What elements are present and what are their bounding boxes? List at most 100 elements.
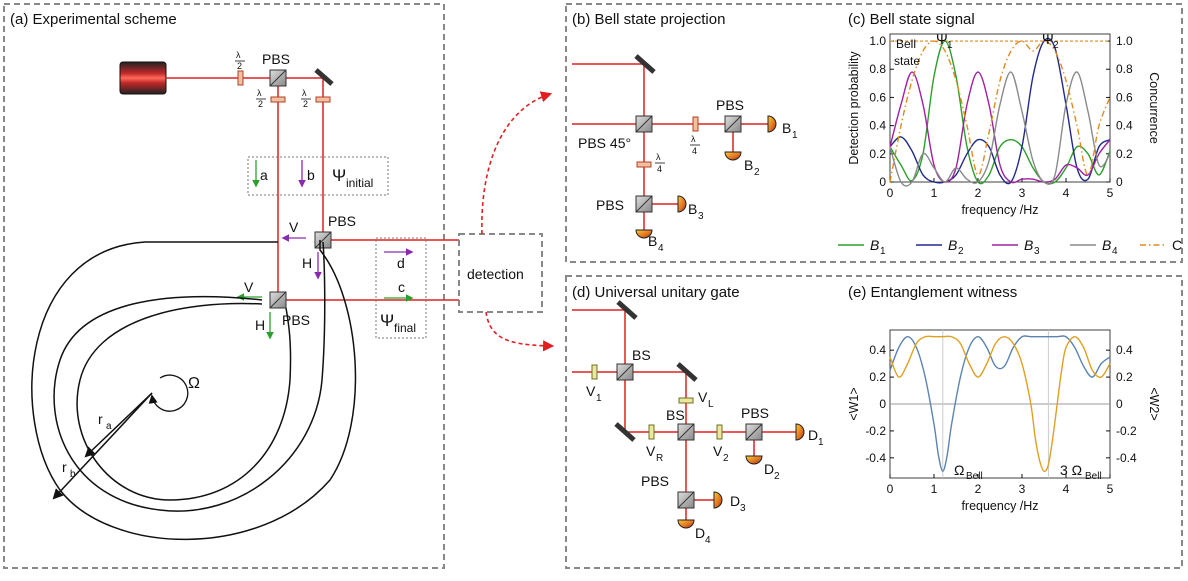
- half-wave-plate: [237, 70, 244, 86]
- psi-final-sub: final: [394, 321, 416, 335]
- psi2-label: Ψ: [1042, 31, 1054, 47]
- arrow-to-gate: [485, 311, 555, 352]
- detection-label: detection: [467, 266, 524, 282]
- b3-label: B: [688, 201, 697, 217]
- mirror: [616, 300, 638, 320]
- pbs-cube: [677, 491, 695, 509]
- detector-d1: [795, 423, 805, 441]
- x-tick-label: 0: [887, 482, 894, 496]
- wave-plate-vr: [648, 424, 655, 440]
- fiber-coil: [31, 240, 357, 541]
- y2-tick-label: 0.4: [1116, 343, 1133, 357]
- x-tick-label: 3: [1019, 482, 1026, 496]
- y-tick-label: 1.0: [869, 34, 886, 48]
- pbs-label: PBS: [282, 312, 310, 328]
- ra-label: r: [98, 411, 103, 427]
- panel-c-title: (c) Bell state signal: [848, 11, 975, 28]
- x-tick-label: 3: [1019, 186, 1026, 200]
- pbs-label: PBS: [596, 197, 624, 213]
- x-axis-label: frequency /Hz: [961, 499, 1038, 513]
- y2-axis-label: <W2>: [1147, 387, 1161, 420]
- y2-tick-label: 0.4: [1116, 119, 1133, 133]
- svg-text:λ: λ: [302, 88, 307, 98]
- y-tick-label: 0.6: [869, 90, 886, 104]
- detector-b1: [767, 115, 777, 133]
- y-axis-label: <W1>: [847, 387, 861, 420]
- detector-b3: [677, 195, 687, 213]
- quarter-wave-label: λ 4: [690, 134, 700, 156]
- y2-tick-label: -0.2: [1116, 424, 1137, 438]
- series-line: [889, 40, 1111, 183]
- y-tick-label: 0.8: [869, 62, 886, 76]
- psi-final-box: [375, 237, 427, 339]
- pbs-45-label: PBS 45°: [578, 135, 631, 151]
- svg-text:λ: λ: [236, 50, 241, 60]
- y-tick-label: 0.2: [869, 147, 886, 161]
- svg-text:2: 2: [303, 99, 308, 109]
- wave-plate-vl: [678, 397, 694, 404]
- d2-sub: 2: [774, 471, 780, 482]
- y-axis-label: Detection probability: [847, 51, 861, 165]
- psi-final-label: Ψ: [380, 311, 394, 330]
- x-tick-label: 5: [1107, 482, 1114, 496]
- bs-label: BS: [666, 407, 685, 423]
- series-line: [889, 71, 1111, 187]
- pbs-cube: [724, 115, 742, 133]
- pbs-label: PBS: [262, 51, 290, 67]
- y-tick-label: 0: [879, 397, 886, 411]
- rotation-arrow: [148, 374, 189, 412]
- vl-sub: L: [708, 399, 714, 410]
- series-line: [889, 37, 1111, 185]
- y2-tick-label: 0.8: [1116, 62, 1133, 76]
- y-tick-label: 0.4: [869, 343, 886, 357]
- mode-d-label: d: [397, 255, 405, 271]
- vr-label: V: [646, 443, 656, 459]
- y2-tick-label: 0: [1116, 175, 1123, 189]
- bs-cube: [677, 423, 695, 441]
- legend-label: B: [948, 237, 957, 253]
- plot-frame: [889, 33, 1111, 183]
- psi-initial-label: Ψ: [332, 166, 346, 185]
- b3-sub: 3: [698, 211, 704, 222]
- b4-sub: 4: [658, 243, 664, 254]
- panel-bc-frame: [565, 3, 1183, 263]
- v-label: V: [244, 279, 254, 295]
- legend-sub: 4: [1112, 246, 1118, 257]
- mirror: [614, 422, 636, 442]
- b1-sub: 1: [792, 130, 798, 141]
- quarter-wave-plate: [636, 161, 652, 168]
- y2-axis-label: Concurrence: [1147, 72, 1161, 144]
- x-tick-label: 2: [975, 186, 982, 200]
- svg-text:4: 4: [657, 164, 662, 174]
- bell-state-label-2: state: [894, 54, 920, 68]
- panel-de-frame: [565, 275, 1183, 569]
- wave-plate-v1: [591, 364, 598, 380]
- svg-text:2: 2: [237, 61, 242, 71]
- bs-cube: [616, 363, 634, 381]
- d4-label: D: [695, 525, 705, 541]
- svg-text:λ: λ: [691, 134, 696, 144]
- d4-sub: 4: [705, 535, 711, 546]
- v2-sub: 2: [723, 453, 729, 464]
- omega-bell-label: Ω: [954, 462, 964, 478]
- legend-label: B: [1102, 237, 1111, 253]
- svg-text:2: 2: [258, 99, 263, 109]
- x-tick-label: 0: [887, 186, 894, 200]
- d2-label: D: [764, 461, 774, 477]
- v2-label: V: [713, 443, 723, 459]
- h-label: H: [255, 317, 265, 333]
- series-line: [889, 71, 1111, 184]
- bell-state-label: Bell: [896, 37, 916, 51]
- x-tick-label: 2: [975, 482, 982, 496]
- panel-b-title: (b) Bell state projection: [572, 11, 725, 28]
- rb-sub: b: [70, 469, 76, 480]
- y-tick-label: 0.4: [869, 119, 886, 133]
- psi1-label: Ψ: [936, 31, 948, 47]
- rb-label: r: [62, 459, 67, 475]
- x-tick-label: 1: [931, 482, 938, 496]
